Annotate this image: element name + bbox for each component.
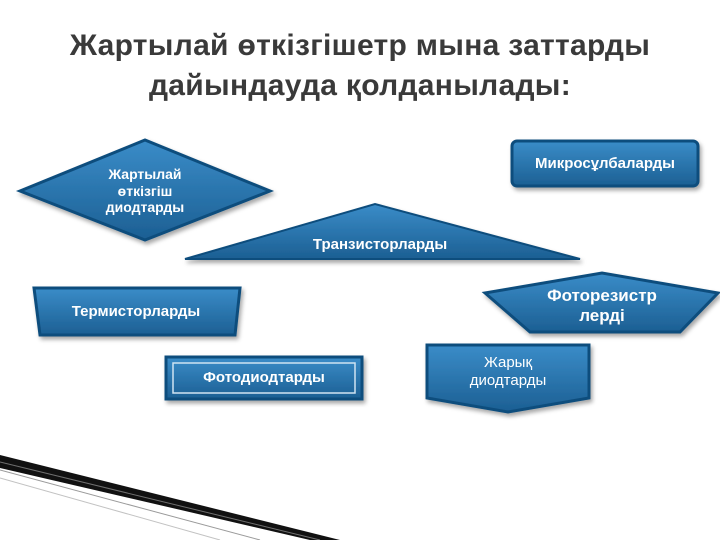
page-title: Жартылай өткізгішетр мына заттарды дайын… <box>20 26 700 106</box>
label-transistors: Транзисторларды <box>312 236 448 253</box>
label-semiconductor-diodes: Жартылай өткізгіш диодтарды <box>70 158 220 224</box>
label-leds: Жарық диодтарды <box>427 345 589 399</box>
label-leds-line1: Жарық <box>483 354 533 371</box>
rect-shape-photodiodes <box>164 355 364 401</box>
rect-shape-microchips <box>510 139 700 188</box>
label-thermistors: Термисторларды <box>71 302 201 320</box>
title-line-2: дайындауда қолданылады: <box>148 69 572 102</box>
decorative-stripes-3 <box>0 477 221 540</box>
label-photoresistors-line2: лердi <box>579 306 625 325</box>
decorative-wedge <box>0 455 340 540</box>
decorative-stripes <box>0 461 321 540</box>
label-microchips: Микросұлбаларды <box>535 154 675 172</box>
label-semiconductor-diodes-line3: диодтарды <box>105 199 185 216</box>
decorative-stripes-2 <box>0 469 261 540</box>
title-line-1: Жартылай өткізгішетр мына заттарды <box>69 29 651 62</box>
diamond-shape-semiconductor-diodes <box>15 138 275 242</box>
shape-leds <box>425 343 591 414</box>
rect-inner-border-photodiodes <box>172 362 356 394</box>
label-semiconductor-diodes-line2: өткізгіш <box>117 182 173 199</box>
label-photoresistors: Фоторезистр лердi <box>500 281 704 331</box>
label-photoresistors-line1: Фоторезистр <box>547 285 657 305</box>
shape-photoresistors <box>481 271 720 334</box>
label-photodiodes: Фотодиодтарды <box>203 369 325 386</box>
shape-thermistors <box>32 286 242 337</box>
label-semiconductor-diodes-line1: Жартылай <box>108 165 182 182</box>
label-leds-line2: диодтарды <box>469 372 547 389</box>
triangle-shape-transistors <box>184 202 581 260</box>
